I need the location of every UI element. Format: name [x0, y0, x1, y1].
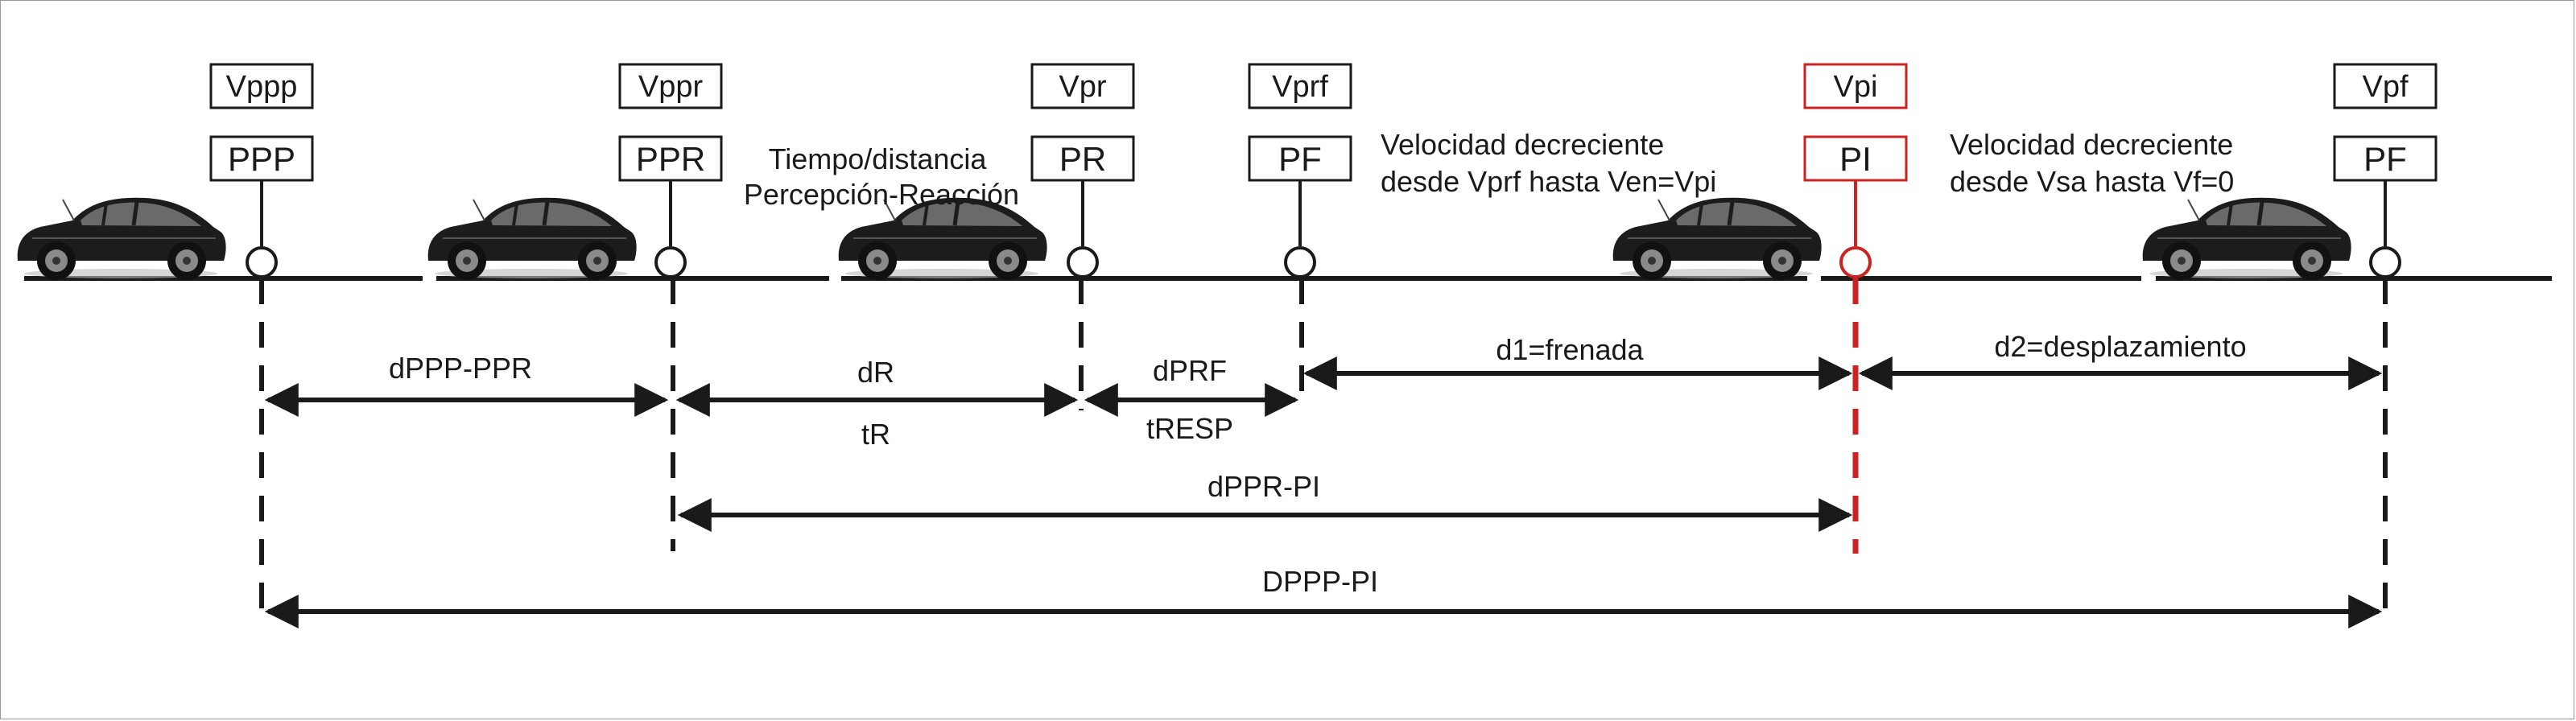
speed-label: Vppr [638, 70, 704, 104]
speed-label: Vpi [1834, 70, 1878, 104]
label-tr: tR [861, 418, 890, 451]
point-label: PF [2363, 140, 2407, 178]
marker-ppr: Vppr PPR [618, 63, 723, 551]
dimension-labels: dPPP-PPR dR tR dPRF tRESP d1=frenada d2=… [389, 330, 2247, 598]
car-icon [2143, 198, 2351, 280]
annotations: Tiempo/distancia Percepción-Reacción Vel… [744, 128, 2234, 211]
label-dppp-ppr: dPPP-PPR [389, 352, 532, 385]
perception-note-line1: Tiempo/distancia [769, 142, 988, 175]
speed-label: Vppp [226, 70, 298, 104]
point-label: PPP [228, 140, 295, 178]
point-label: PR [1059, 140, 1106, 178]
marker-pf1: Vprf PF [1248, 63, 1352, 394]
label-dr: dR [857, 356, 894, 389]
label-dppp-pi: DPPP-PI [1262, 565, 1378, 598]
point-label: PI [1839, 140, 1872, 178]
label-dprf: dPRF [1153, 354, 1227, 387]
decel-note-2-line2: desde Vsa hasta Vf=0 [1950, 165, 2234, 198]
speed-label: Vpf [2362, 70, 2408, 104]
label-d1: d1=frenada [1496, 333, 1644, 366]
dimension-arrows [264, 356, 2383, 628]
label-tresp: tRESP [1146, 412, 1233, 445]
decel-note-1-line1: Velocidad decreciente [1381, 128, 1664, 161]
marker-ppp: Vppp PPP [209, 63, 314, 624]
decel-note-2-line1: Velocidad decreciente [1950, 128, 2233, 161]
label-dppr-pi: dPPR-PI [1208, 470, 1320, 503]
cars [18, 198, 2351, 280]
speed-label: Vpr [1059, 70, 1106, 104]
label-d2: d2=desplazamiento [1994, 330, 2246, 363]
speed-label: Vprf [1272, 70, 1328, 104]
car-icon [18, 198, 226, 280]
marker-pi: Vpi PI [1803, 63, 1908, 554]
point-label: PF [1278, 140, 1322, 178]
perception-note-line2: Percepción-Reacción [744, 178, 1019, 211]
marker-pf2: Vpf PF [2333, 63, 2438, 624]
car-icon [1613, 198, 1822, 280]
marker-pr: Vpr PR [1030, 63, 1135, 410]
car-icon [428, 198, 637, 280]
point-label: PPR [636, 140, 705, 178]
decel-note-1-line2: desde Vprf hasta Ven=Vpi [1381, 165, 1716, 198]
